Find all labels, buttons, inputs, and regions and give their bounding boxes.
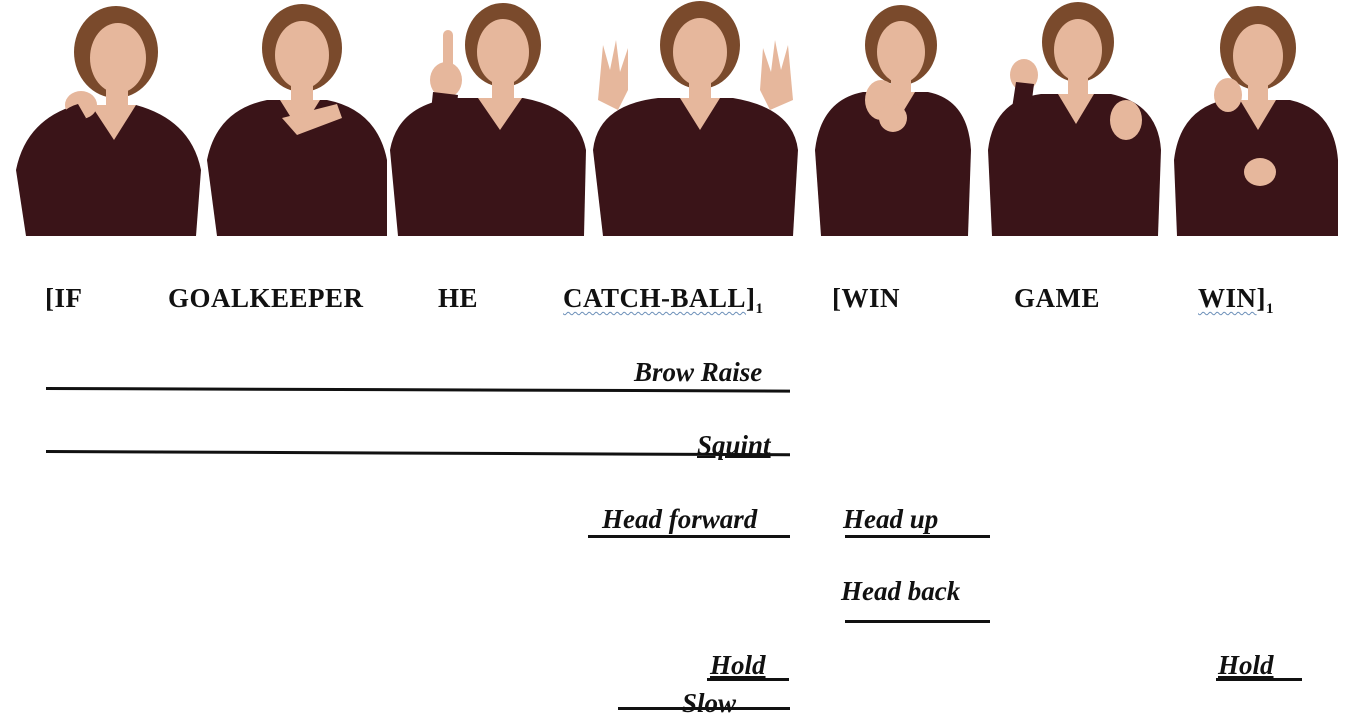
gloss-win-open: [WIN <box>832 283 900 313</box>
gloss-catch-ball-bracket: ] <box>746 283 756 313</box>
marker-head-forward-label: Head forward <box>602 504 758 534</box>
signer-photo-catch-ball <box>588 0 803 236</box>
gloss-he: HE <box>438 283 479 313</box>
signer-photo-win <box>813 0 973 236</box>
signer-photo-goalkeeper <box>202 0 392 236</box>
gloss-catch-ball: CATCH-BALL]1 <box>563 283 764 318</box>
marker-head-back-line <box>845 620 990 623</box>
marker-squint-label: Squint <box>697 430 771 460</box>
gloss-win-close-index: 1 <box>1266 301 1275 317</box>
signer-photo-game <box>986 0 1164 236</box>
marker-head-up-line <box>845 535 990 538</box>
marker-hold-label: Hold <box>710 650 766 680</box>
gloss-catch-ball-index: 1 <box>755 301 764 317</box>
gloss-win-close: WIN]1 <box>1198 283 1274 318</box>
signer-photo-he <box>388 0 588 236</box>
marker-head-up-label: Head up <box>843 504 939 534</box>
marker-head-back-label: Head back <box>841 576 961 606</box>
gloss-goalkeeper: GOALKEEPER <box>168 283 364 313</box>
gloss-win-close-word: WIN <box>1198 283 1257 313</box>
gloss-if: [IF <box>45 283 83 313</box>
signer-photo-if <box>6 0 206 236</box>
gloss-game: GAME <box>1014 283 1100 313</box>
marker-squint-line <box>45 450 790 457</box>
marker-hold-final-label: Hold <box>1218 650 1274 680</box>
marker-slow-line <box>618 707 790 710</box>
marker-head-forward-line <box>588 535 790 538</box>
marker-slow-label: Slow <box>682 688 737 718</box>
signer-photo-win-final <box>1172 0 1342 236</box>
marker-hold-line <box>707 678 789 681</box>
marker-hold-final-line <box>1216 678 1302 681</box>
gloss-win-close-bracket: ] <box>1256 283 1267 313</box>
marker-brow-raise-label: Brow Raise <box>634 357 763 387</box>
gloss-catch-ball-word: CATCH-BALL <box>563 283 747 313</box>
